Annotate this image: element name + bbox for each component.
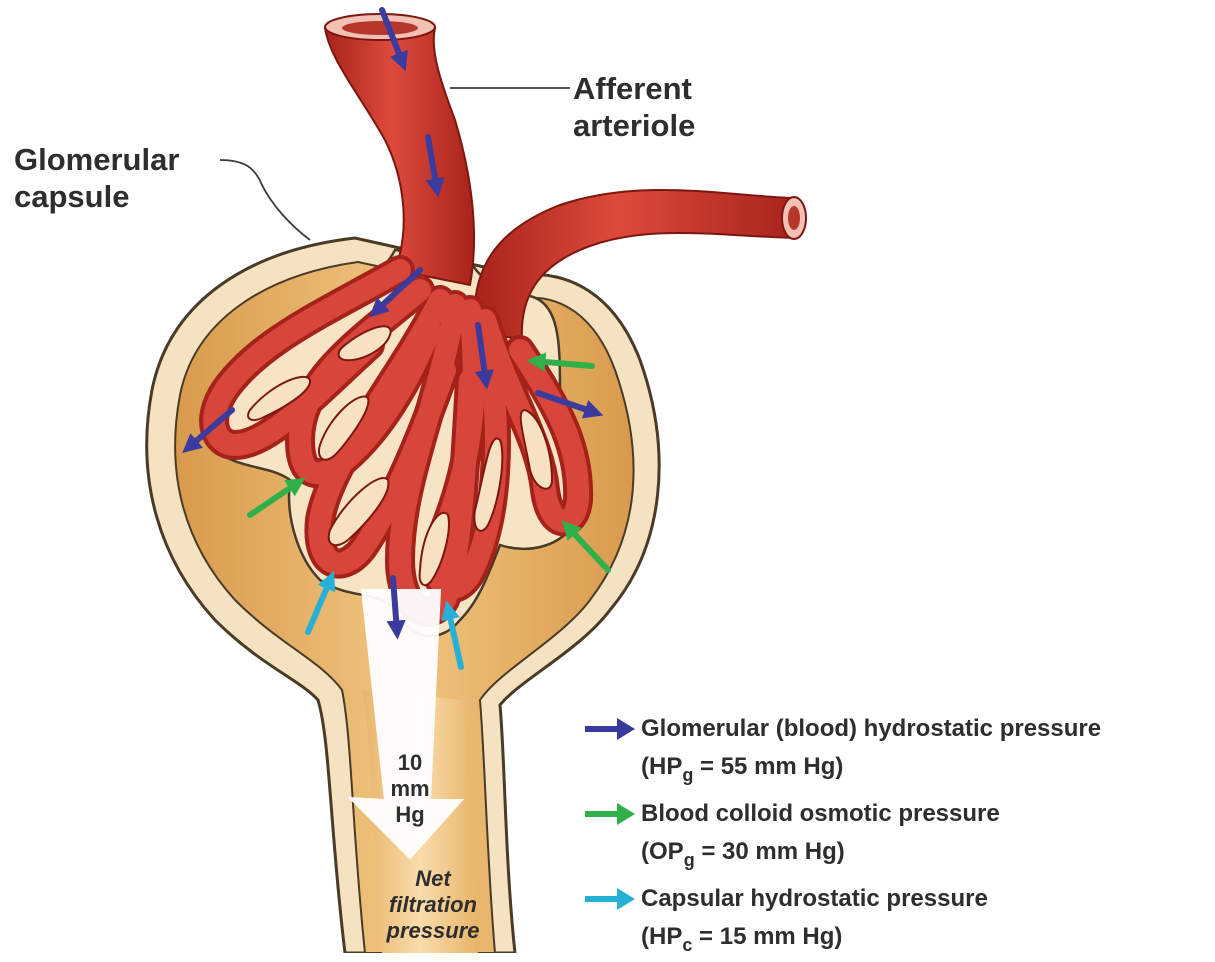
hpg-arrow-7	[393, 578, 397, 632]
nfp-value-line2: mm	[382, 776, 438, 802]
nfp-label-line1: Net	[368, 866, 498, 892]
light-blue-arrow-icon	[583, 884, 637, 914]
legend-name: Glomerular (blood) hydrostatic pressure	[641, 712, 1101, 746]
net-filtration-label: Net filtration pressure	[368, 866, 498, 944]
capsule-leader-line	[220, 160, 310, 240]
glomerular-capsule-label: Glomerular capsule	[14, 141, 179, 215]
afferent-label-line2: arteriole	[573, 107, 695, 144]
nfp-value-line3: Hg	[382, 802, 438, 828]
legend-item-glomerular-hydrostatic: Glomerular (blood) hydrostatic pressure …	[583, 712, 1213, 788]
afferent-arteriole-label: Afferent arteriole	[573, 70, 695, 144]
legend-value: (OPg = 30 mm Hg)	[641, 835, 845, 877]
legend-value: (HPg = 55 mm Hg)	[641, 750, 843, 792]
net-filtration-value: 10 mm Hg	[382, 750, 438, 828]
capsule-label-line2: capsule	[14, 178, 179, 215]
legend-item-colloid-osmotic: Blood colloid osmotic pressure (OPg = 30…	[583, 797, 1213, 873]
nfp-label-line2: filtration	[368, 892, 498, 918]
nfp-label-line3: pressure	[368, 918, 498, 944]
legend-item-capsular-hydrostatic: Capsular hydrostatic pressure (HPc = 15 …	[583, 882, 1213, 952]
green-arrow-icon	[583, 799, 637, 829]
nfp-value-line1: 10	[382, 750, 438, 776]
capsule-label-line1: Glomerular	[14, 141, 179, 178]
legend-name: Blood colloid osmotic pressure	[641, 797, 1000, 831]
legend-value: (HPc = 15 mm Hg)	[641, 920, 842, 962]
legend-name: Capsular hydrostatic pressure	[641, 882, 988, 916]
dark-blue-arrow-icon	[583, 714, 637, 744]
afferent-label-line1: Afferent	[573, 70, 695, 107]
